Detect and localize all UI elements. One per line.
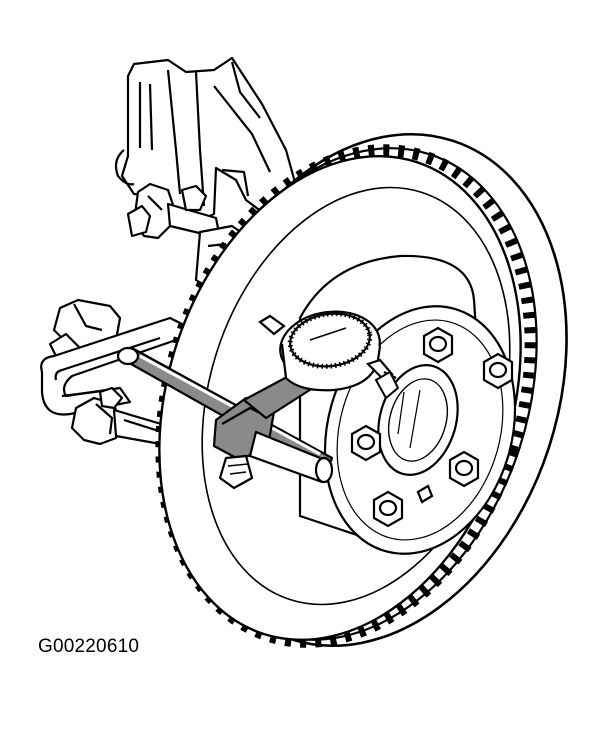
lug-nut — [448, 450, 480, 488]
lug-nut — [422, 326, 454, 364]
magnetic-base — [116, 346, 334, 490]
dial-indicator — [258, 310, 397, 392]
lug-nut — [350, 424, 382, 462]
figure-code: G00220610 — [38, 636, 140, 657]
lower-caliper-bolt — [70, 386, 174, 448]
lug-nuts — [350, 326, 514, 528]
hub-stud-bracket — [374, 370, 400, 400]
steering-knuckle — [114, 56, 298, 226]
lug-nut — [482, 352, 514, 390]
lug-nut — [416, 484, 434, 504]
lug-nut — [372, 490, 404, 528]
